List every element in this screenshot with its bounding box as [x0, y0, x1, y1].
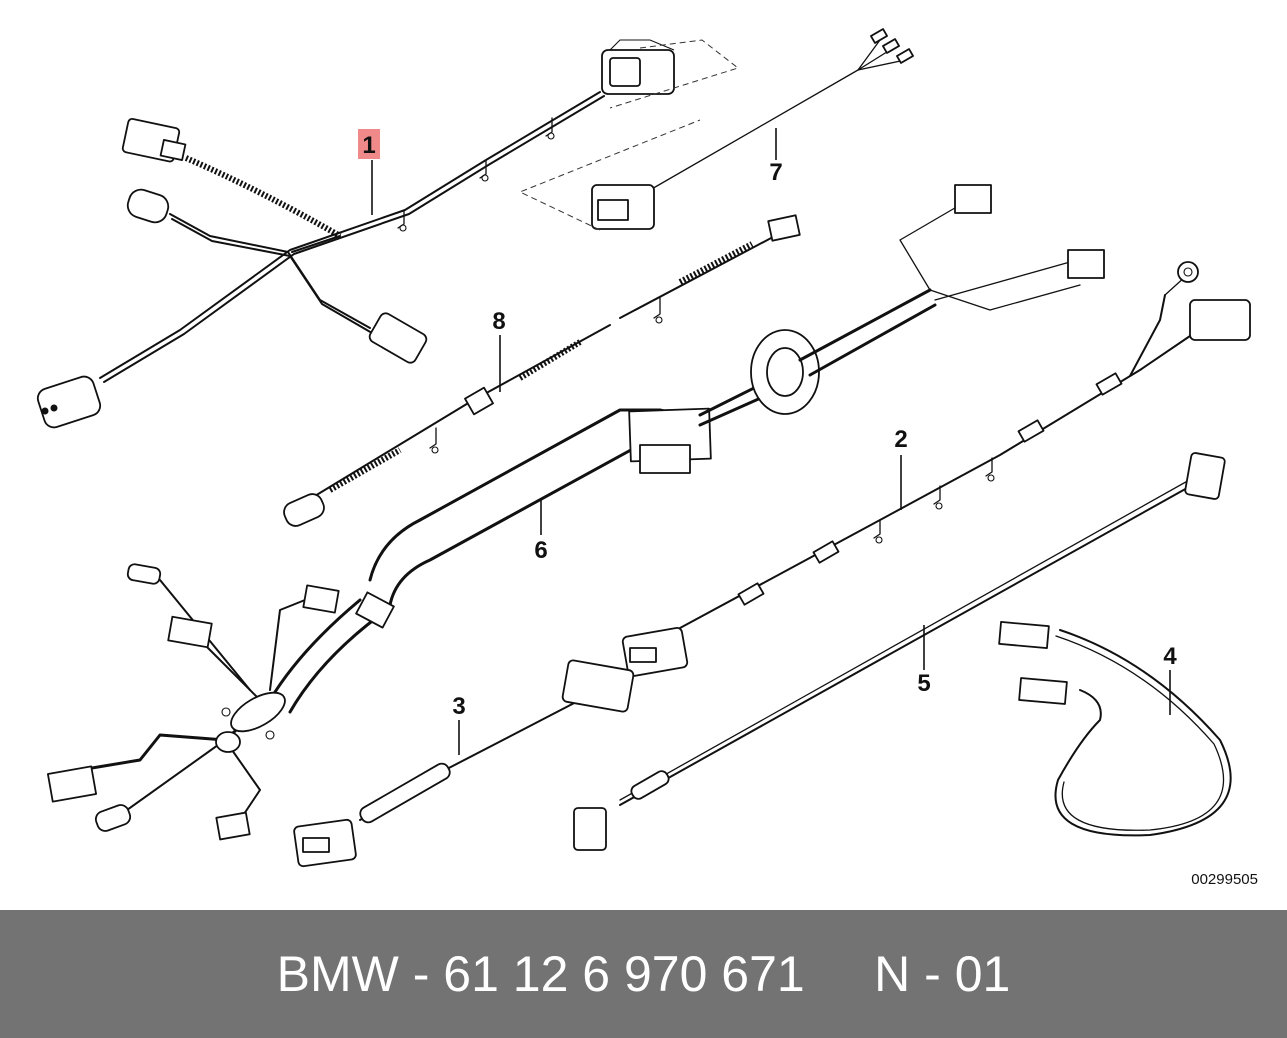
callout-2: 2 — [894, 426, 907, 453]
loom-part-6 — [47, 184, 1105, 841]
harness-part-1 — [36, 39, 740, 429]
cable-part-3 — [293, 659, 635, 868]
callout-7: 7 — [769, 159, 782, 186]
connector-b-icon — [126, 188, 170, 224]
connector-c-icon — [368, 312, 428, 364]
leader-lines — [371, 128, 1171, 755]
connector-5a-icon — [1184, 452, 1226, 500]
callout-4: 4 — [1163, 643, 1177, 670]
cable-part-5 — [573, 452, 1226, 851]
connector-6e-icon — [167, 615, 213, 649]
connector-8a-icon — [767, 214, 801, 242]
callout-3: 3 — [452, 693, 465, 720]
connector-4b-icon — [1018, 677, 1068, 705]
connector-5b-icon — [573, 807, 607, 851]
callout-5: 5 — [917, 670, 930, 697]
cable-part-8 — [283, 214, 801, 527]
connector-6f-icon — [47, 765, 97, 803]
callout-6: 6 — [534, 537, 547, 564]
callout-8: 8 — [492, 308, 505, 335]
connector-6a-icon — [954, 184, 992, 214]
callout-1: 1 — [362, 132, 375, 159]
ring-terminal-icon — [1177, 261, 1199, 283]
diagram-code: 00299505 — [1191, 871, 1258, 888]
connector-3a-icon — [561, 659, 635, 713]
connector-6b-icon — [1067, 249, 1105, 279]
connector-6d-icon — [126, 563, 162, 585]
connector-2a-icon — [1189, 299, 1251, 341]
connector-d-icon — [36, 375, 102, 429]
connector-8b-icon — [283, 493, 325, 527]
footer-bar: BMW - 61 12 6 970 671 N - 01 — [0, 910, 1287, 1038]
connector-6c-icon — [302, 584, 340, 614]
connector-6g-icon — [94, 804, 132, 832]
connector-4a-icon — [998, 621, 1050, 649]
cable-part-2 — [621, 261, 1251, 678]
connector-6h-icon — [215, 811, 251, 841]
cable-part-4 — [998, 621, 1232, 837]
highlight-box — [358, 129, 380, 159]
cable-part-7 — [518, 28, 914, 231]
part-number-caption: BMW - 61 12 6 970 671 N - 01 — [276, 946, 1011, 1002]
wiring-harness-diagram: 1 2 3 4 5 6 7 8 00299505 — [36, 28, 1258, 888]
